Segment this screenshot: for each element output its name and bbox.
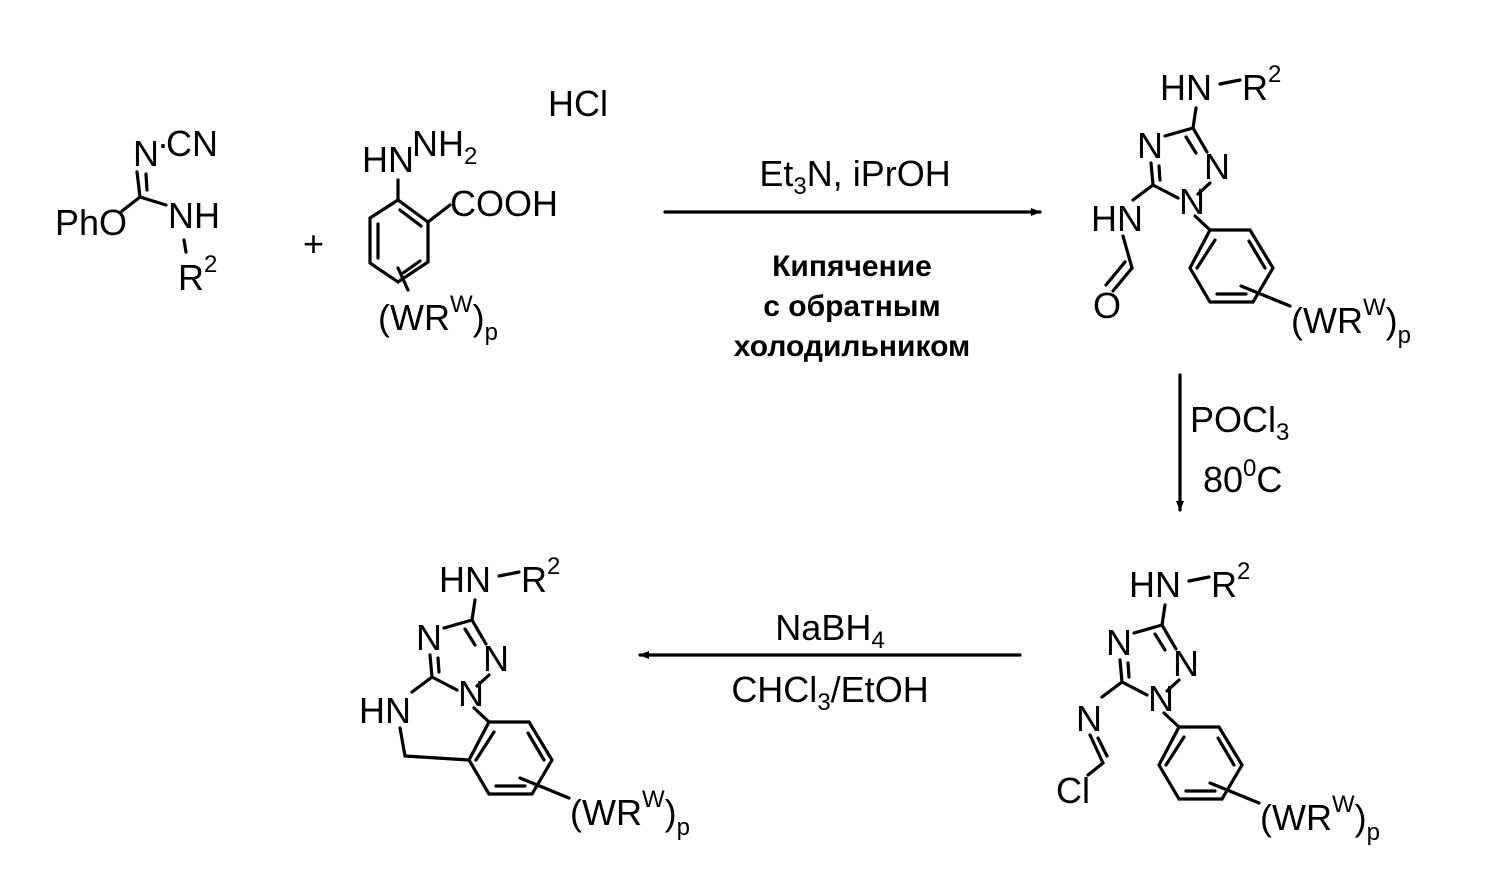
- svg-text:(WRW)p: (WRW)p: [378, 291, 498, 346]
- svg-text:Et3N, iPrOH: Et3N, iPrOH: [759, 153, 950, 200]
- product-dihydro-triazolobenzodiazepine: HN HN R2 N N N (WRW)p: [359, 553, 690, 841]
- substituent-label: (WRW)p: [570, 786, 690, 841]
- svg-text:O: O: [1093, 285, 1121, 326]
- n-label: N: [1179, 181, 1205, 222]
- svg-text:R2: R2: [178, 251, 217, 298]
- n-label: N: [1137, 125, 1163, 166]
- svg-text:Кипячение: Кипячение: [772, 250, 932, 283]
- svg-text:CHCl3/EtOH: CHCl3/EtOH: [731, 669, 928, 716]
- svg-text:HCl: HCl: [548, 83, 608, 124]
- reactant-hydrazinobenzoic-acid: HCl HN NH2 COOH (WRW)p: [362, 83, 608, 346]
- r2-label: R2: [1242, 61, 1281, 108]
- svg-text:с обратным: с обратным: [763, 290, 941, 323]
- r2-label: R2: [1211, 558, 1250, 605]
- n-label: N: [1173, 643, 1199, 684]
- plus-sign: +: [303, 223, 324, 264]
- substituent-label: (WRW)p: [1291, 294, 1411, 349]
- amine-label: HN: [1129, 564, 1181, 605]
- svg-text:N: N: [133, 133, 159, 174]
- product-chloro-triazolobenzodiazepine: N Cl HN R2 N N N (WRW)p: [1056, 558, 1380, 846]
- svg-text:CN: CN: [166, 123, 218, 164]
- substituent-label: (WRW)p: [1260, 791, 1380, 846]
- svg-text:HN: HN: [359, 690, 411, 731]
- n-label: N: [1106, 622, 1132, 663]
- r2-label: R2: [521, 553, 560, 600]
- svg-text:NaBH4: NaBH4: [775, 607, 884, 654]
- svg-text:NH2: NH2: [412, 123, 477, 170]
- step2-arrow: POCl3 800C: [1180, 375, 1289, 510]
- svg-text:POCl3: POCl3: [1190, 399, 1289, 446]
- svg-text:COOH: COOH: [450, 183, 558, 224]
- amine-label: HN: [1160, 67, 1212, 108]
- svg-text:HN: HN: [362, 139, 414, 180]
- svg-text:холодильником: холодильником: [734, 330, 970, 363]
- reactant-cyanoimidate: N · CN PhO NH R2: [55, 123, 220, 298]
- svg-text:Cl: Cl: [1056, 770, 1090, 811]
- product-triazolobenzodiazepinone: HN O HN R2 N N N (WRW)p: [1091, 61, 1411, 349]
- svg-text:HN: HN: [1091, 198, 1143, 239]
- svg-text:N: N: [1076, 698, 1102, 739]
- n-label: N: [1148, 678, 1174, 719]
- svg-text:NH: NH: [168, 195, 220, 236]
- n-label: N: [1204, 146, 1230, 187]
- svg-text:800C: 800C: [1203, 455, 1282, 500]
- svg-text:PhO: PhO: [55, 202, 127, 243]
- n-label: N: [458, 673, 484, 714]
- n-label: N: [483, 638, 509, 679]
- step3-arrow: NaBH4 CHCl3/EtOH: [640, 607, 1020, 716]
- n-label: N: [416, 617, 442, 658]
- step1-arrow: Et3N, iPrOH Кипячение с обратным холодил…: [665, 153, 1040, 363]
- amine-label: HN: [439, 559, 491, 600]
